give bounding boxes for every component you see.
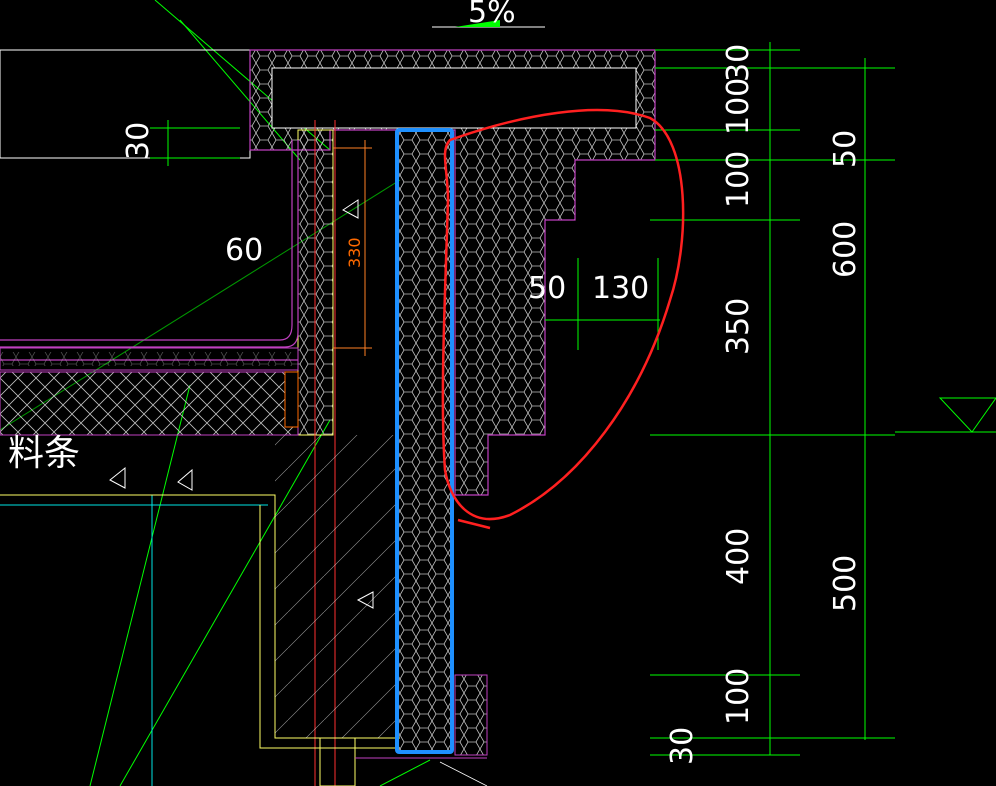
dim-right-30-top: 30 — [721, 44, 756, 82]
dim-left-60-label: 60 — [225, 233, 263, 268]
dim-far-50: 50 — [828, 130, 863, 168]
slope-label: 5% — [468, 0, 516, 30]
right-dimension-chain — [650, 42, 895, 756]
dim-right-350: 350 — [721, 298, 756, 355]
elevation-marker — [895, 397, 996, 433]
right-dimension-labels: 30 100 100 350 400 100 30 50 600 500 — [665, 44, 863, 765]
floor-gravel-layer — [0, 347, 299, 371]
dim-right-100-b: 100 — [721, 151, 756, 208]
dimension-50-130: 50 130 — [528, 258, 660, 350]
red-markup-circle — [441, 108, 685, 530]
floor-crosshatch — [0, 371, 299, 436]
dim-130-label: 130 — [592, 271, 649, 306]
wall-diagonal-hatch — [275, 435, 398, 738]
dim-right-30-bottom: 30 — [665, 727, 700, 765]
dimension-330: 330 — [333, 140, 372, 356]
slope-indicator: 5% — [432, 0, 545, 30]
material-label: 料条 — [8, 433, 80, 474]
dim-50-label: 50 — [528, 271, 566, 306]
section-triangles — [109, 199, 374, 609]
dim-left-30-label: 30 — [121, 122, 156, 160]
dim-right-100-a: 100 — [721, 78, 756, 135]
dimension-left-30: 30 — [121, 120, 240, 166]
dim-right-400: 400 — [721, 528, 756, 585]
dim-right-100-c: 100 — [721, 668, 756, 725]
lower-right-block — [355, 674, 488, 786]
dim-far-500: 500 — [828, 555, 863, 612]
dim-far-600: 600 — [828, 221, 863, 278]
highlighted-insulation-column[interactable] — [395, 128, 454, 754]
cyan-lines — [0, 495, 268, 786]
dim-330-label: 330 — [345, 237, 364, 268]
